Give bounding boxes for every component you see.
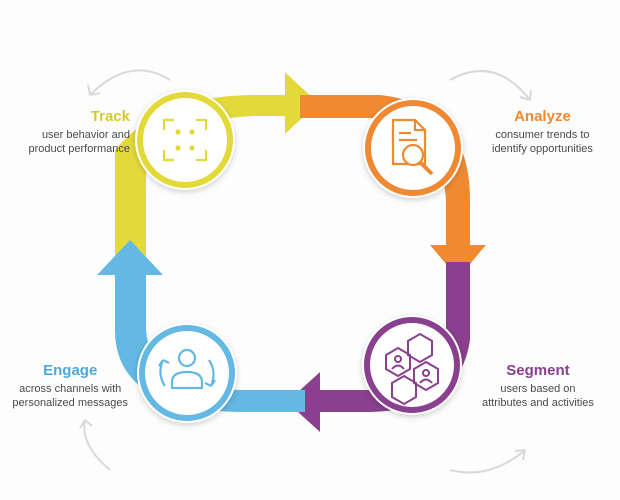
corner-arrow-top-left — [89, 69, 171, 96]
label-segment: Segment users based on attributes and ac… — [482, 362, 594, 410]
label-engage-desc-1: across channels with — [19, 382, 122, 395]
label-engage-title: Engage — [43, 362, 98, 379]
corner-arrow-bottom-right — [449, 449, 526, 474]
label-analyze-desc-2: identify opportunities — [492, 142, 593, 155]
label-analyze: Analyze consumer trends to identify oppo… — [492, 108, 593, 156]
corner-arrow-top-right — [449, 70, 531, 101]
document-magnifier-icon — [391, 118, 434, 176]
label-analyze-title: Analyze — [514, 108, 571, 125]
corner-arrow-bottom-left — [83, 419, 111, 471]
label-track-title: Track — [90, 108, 130, 125]
label-analyze-desc-1: consumer trends to — [495, 128, 590, 141]
label-segment-desc-1: users based on — [500, 382, 576, 395]
stage-circle-segment — [362, 315, 462, 415]
stage-circle-engage — [137, 323, 237, 423]
label-segment-title: Segment — [506, 362, 570, 379]
label-track: Track user behavior and product performa… — [29, 108, 131, 156]
label-segment-desc-2: attributes and activities — [482, 396, 594, 409]
label-track-desc-2: product performance — [28, 142, 131, 155]
label-engage: Engage across channels with personalized… — [12, 362, 128, 410]
user-cycle-icon — [158, 348, 216, 390]
stage-circle-analyze — [363, 98, 463, 198]
focus-frame-icon — [162, 118, 208, 162]
label-track-desc-1: user behavior and — [41, 128, 130, 141]
label-engage-desc-2: personalized messages — [12, 396, 128, 409]
stage-circle-track — [135, 90, 235, 190]
hexagon-users-icon — [385, 332, 439, 406]
corner-arrows — [79, 69, 532, 474]
